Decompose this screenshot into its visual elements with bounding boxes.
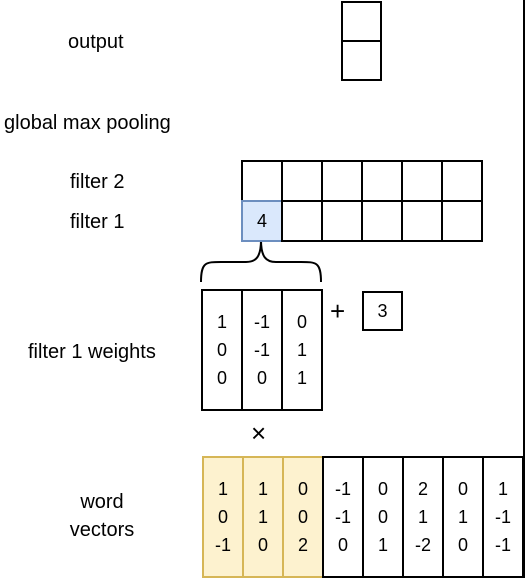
vector-value: 2 <box>297 535 308 555</box>
weights-column: 0 1 1 <box>281 289 323 411</box>
vector-value: -1 <box>334 479 351 499</box>
word-vector-column: 2 1 -2 <box>402 456 444 578</box>
weight-value: 1 <box>296 368 307 388</box>
filter-1-cell-highlighted: 4 <box>241 200 283 242</box>
word-vector-column-window: 1 0 -1 <box>202 456 244 578</box>
filter-1-label: filter 1 <box>70 211 125 233</box>
weight-value: 0 <box>216 368 227 388</box>
weight-value: -1 <box>253 340 270 360</box>
brace-bracket <box>200 239 322 283</box>
weight-value: 1 <box>296 340 307 360</box>
output-cell-1 <box>341 1 382 42</box>
vector-value: 1 <box>257 479 268 499</box>
word-vector-column-window: 0 0 2 <box>282 456 324 578</box>
word-vector-column: 0 1 0 <box>442 456 484 578</box>
vector-value: 0 <box>217 507 228 527</box>
vector-value: 1 <box>457 507 468 527</box>
filter-1-cell <box>281 200 323 242</box>
weight-value: 0 <box>256 368 267 388</box>
vector-value: -2 <box>414 535 431 555</box>
output-label: output <box>68 31 124 53</box>
vector-value: 0 <box>457 535 468 555</box>
weight-value: 0 <box>296 312 307 332</box>
vectors-label: vectors <box>69 519 135 541</box>
filter-1-cell <box>441 200 483 242</box>
bias-cell: 3 <box>362 291 403 331</box>
vector-value: -1 <box>494 535 511 555</box>
vector-value: 1 <box>497 479 508 499</box>
multiply-icon: × <box>251 418 267 448</box>
vector-value: -1 <box>214 535 231 555</box>
vector-value: 1 <box>417 507 428 527</box>
filter-2-cell <box>441 160 483 202</box>
word-label: word <box>80 491 124 513</box>
vector-value: 1 <box>217 479 228 499</box>
word-vector-column: -1 -1 0 <box>322 456 364 578</box>
filter-1-cell <box>361 200 403 242</box>
weight-value: 0 <box>216 340 227 360</box>
filter-1-cell <box>321 200 363 242</box>
word-vector-column-window: 1 1 0 <box>242 456 284 578</box>
filter-2-cell <box>401 160 443 202</box>
weights-column: 1 0 0 <box>201 289 243 411</box>
vector-value: 0 <box>297 507 308 527</box>
word-vector-column: 0 0 1 <box>362 456 404 578</box>
filter-2-cell <box>361 160 403 202</box>
vector-value: 0 <box>377 507 388 527</box>
filter-2-cell <box>241 160 283 202</box>
vector-value: -1 <box>494 507 511 527</box>
plus-icon: + <box>330 296 346 326</box>
filter-1-cell <box>401 200 443 242</box>
global-max-pooling-label: global max pooling <box>4 112 171 134</box>
vector-value: 0 <box>257 535 268 555</box>
vector-value: 1 <box>257 507 268 527</box>
filter-2-label: filter 2 <box>70 171 125 193</box>
vector-value: 0 <box>297 479 308 499</box>
filter-1-weights-label: filter 1 weights <box>28 341 156 363</box>
weight-value: -1 <box>253 312 270 332</box>
weights-column: -1 -1 0 <box>241 289 283 411</box>
weight-value: 1 <box>216 312 227 332</box>
vector-value: 0 <box>457 479 468 499</box>
vector-value: 0 <box>377 479 388 499</box>
filter-2-cell <box>281 160 323 202</box>
vector-value: 1 <box>377 535 388 555</box>
word-vector-column: 1 -1 -1 <box>482 456 524 578</box>
filter-2-cell <box>321 160 363 202</box>
vector-value: -1 <box>334 507 351 527</box>
vector-value: 0 <box>337 535 348 555</box>
output-cell-2 <box>341 40 382 81</box>
vector-value: 2 <box>417 479 428 499</box>
